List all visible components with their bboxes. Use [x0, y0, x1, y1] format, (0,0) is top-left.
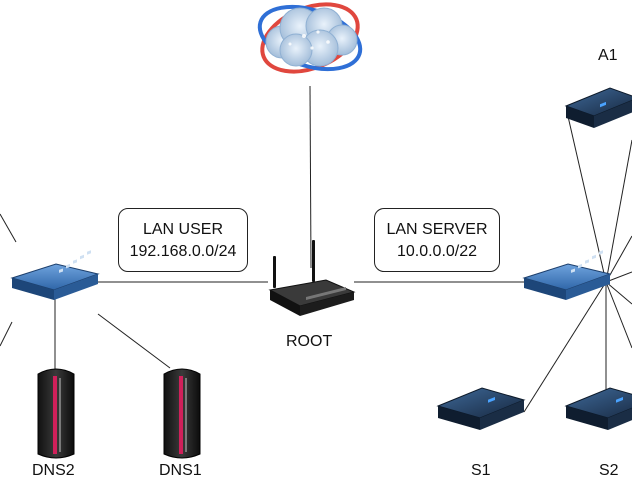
link-switch-right-offscreen-5 — [605, 281, 632, 349]
tower-server-icon — [37, 368, 75, 459]
link-switch-right-offscreen-3 — [605, 271, 632, 283]
link-switch-right-s1 — [523, 281, 607, 413]
link-switch-left-dns1 — [97, 313, 171, 369]
tower-server-icon — [163, 368, 201, 459]
node-label-s2: S2 — [599, 462, 619, 479]
lan-server-box: LAN SERVER 10.0.0.0/22 — [374, 208, 500, 272]
link-switch-left-offscreen-down — [0, 321, 13, 347]
rack-server-icon — [564, 387, 632, 430]
node-label-a1: A1 — [598, 47, 618, 64]
wifi-router-icon — [268, 240, 356, 316]
lan-user-cidr: 192.168.0.0/24 — [129, 243, 237, 260]
network-switch-icon — [10, 250, 100, 300]
link-switch-right-offscreen-1 — [605, 139, 632, 283]
link-switch-left-offscreen-up — [0, 213, 17, 243]
node-label-dns2: DNS2 — [32, 462, 75, 479]
rack-server-icon — [564, 87, 632, 128]
lan-user-name: LAN USER — [142, 221, 224, 238]
connections — [0, 85, 632, 413]
lan-server-cidr: 10.0.0.0/22 — [396, 243, 478, 260]
link-cloud-root — [309, 85, 312, 269]
node-label-root: ROOT — [286, 333, 333, 350]
network-switch-icon — [522, 250, 612, 300]
node-label-s1: S1 — [471, 462, 491, 479]
rack-server-icon — [436, 387, 526, 430]
link-switch-right-offscreen-4 — [605, 281, 632, 305]
node-label-dns1: DNS1 — [159, 462, 202, 479]
lan-server-name: LAN SERVER — [386, 221, 488, 238]
cloud-internet-icon — [257, 2, 363, 74]
lan-user-box: LAN USER 192.168.0.0/24 — [118, 208, 248, 272]
link-switch-right-a1 — [566, 111, 607, 283]
